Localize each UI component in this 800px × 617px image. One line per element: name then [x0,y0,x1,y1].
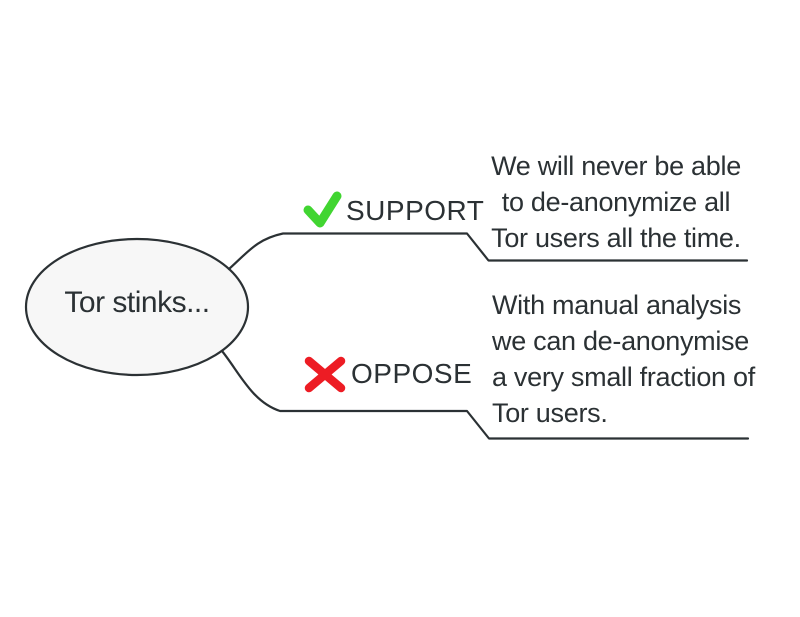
oppose-note-text[interactable]: With manual analysis we can de-anonymise… [492,290,755,428]
root-topic-label[interactable]: Tor stinks... [64,286,210,319]
support-branch-line [227,232,749,271]
check-icon [303,191,342,228]
support-note-text[interactable]: We will never be able to de-anonymize al… [491,151,741,253]
support-branch-label[interactable]: SUPPORT [346,195,485,226]
oppose-branch-label[interactable]: OPPOSE [351,358,473,389]
cross-icon [304,356,346,393]
root-node-ellipse[interactable] [24,237,250,377]
oppose-branch-line [220,349,750,440]
